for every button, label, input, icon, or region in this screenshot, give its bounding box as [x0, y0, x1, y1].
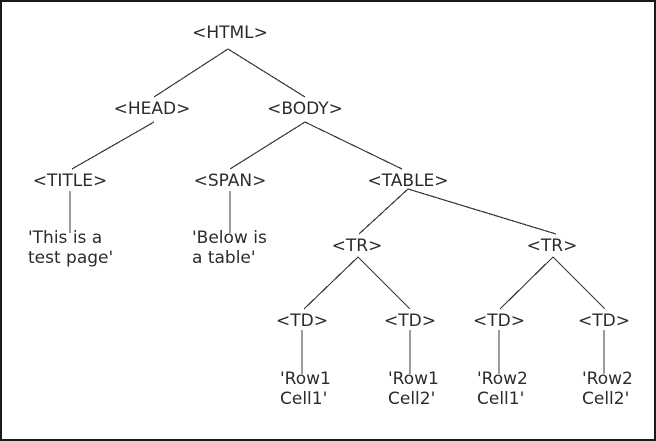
- tree-node-html: <HTML>: [192, 23, 268, 43]
- tree-edge-tr1-to-td2: [357, 256, 411, 310]
- tree-node-title: <TITLE>: [32, 171, 108, 191]
- tree-node-td2: <TD>: [384, 311, 436, 331]
- tree-edge-tr1-to-td1: [303, 256, 359, 310]
- tree-node-span: <SPAN>: [193, 171, 267, 191]
- tree-text-line: Cell1': [477, 389, 525, 409]
- tree-node-td4: <TD>: [578, 311, 630, 331]
- tree-text-line: 'Row1: [280, 369, 331, 389]
- tree-node-table: <TABLE>: [367, 171, 449, 191]
- tree-edge-body-to-table: [304, 121, 403, 170]
- tree-edge-html-to-head: [153, 48, 229, 98]
- tree-node-tr2: <TR>: [526, 236, 578, 256]
- tree-edge-tr2-to-td4: [552, 256, 606, 310]
- tree-node-body: <BODY>: [267, 99, 343, 119]
- tree-edge-tr2-to-td3: [499, 256, 554, 310]
- tree-text-line: Cell2': [388, 389, 436, 409]
- tree-text-line: 'This is a: [28, 228, 103, 248]
- tree-text-line: Cell1': [280, 389, 328, 409]
- tree-edge-head-to-title: [71, 121, 155, 170]
- tree-edge-html-to-body: [227, 48, 306, 98]
- tree-node-td3: <TD>: [473, 311, 525, 331]
- tree-edge-table-to-tr1: [358, 188, 409, 235]
- tree-text-line: Cell2': [582, 389, 630, 409]
- tree-node-head: <HEAD>: [113, 99, 191, 119]
- tree-node-td1: <TD>: [276, 311, 328, 331]
- tree-text-line: a table': [192, 248, 256, 268]
- tree-text-line: test page': [28, 248, 114, 268]
- tree-edge-body-to-span: [229, 121, 306, 170]
- tree-text-line: 'Row2: [582, 369, 633, 389]
- tree-text-line: 'Row2: [477, 369, 528, 389]
- tree-edge-table-to-tr2: [407, 188, 557, 235]
- tree-text-line: 'Below is: [192, 228, 267, 248]
- tree-text-line: 'Row1: [388, 369, 439, 389]
- tree-node-tr1: <TR>: [331, 236, 383, 256]
